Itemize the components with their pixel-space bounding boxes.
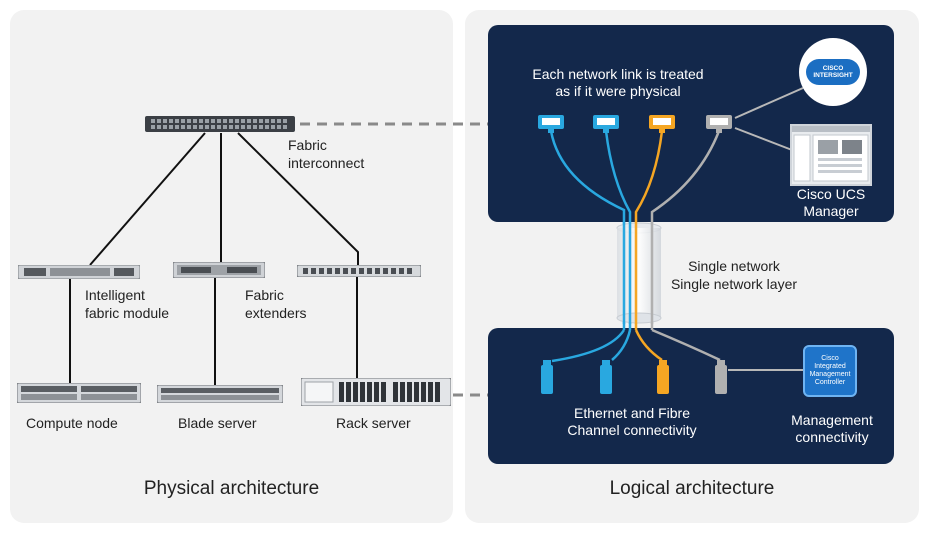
virtual-port-icon: [541, 360, 553, 394]
ucs-manager-label: Cisco UCS Manager: [796, 186, 866, 219]
compute-node-icon: [17, 383, 141, 403]
virtual-port-icon: [600, 360, 612, 394]
rack-server-label: Rack server: [336, 415, 411, 431]
vlink-blue-1-bottom: [551, 329, 626, 363]
management-port-icon: [715, 360, 727, 394]
vlink-blue-1: [549, 130, 626, 330]
vlink-gray: [650, 130, 721, 330]
physical-architecture-title: Physical architecture: [143, 478, 320, 499]
rack-server-icon: [301, 378, 451, 406]
wire-fi-to-rack-fex: [237, 132, 359, 265]
management-nic-icon: [706, 115, 732, 133]
single-network-tube-icon: [616, 222, 662, 324]
fabric-extenders-label: Fabric extenders: [245, 287, 307, 321]
virtual-nic-icon: [593, 115, 619, 133]
rack-fabric-extender-icon: [297, 265, 421, 277]
fabric-interconnect-switch-icon: [145, 116, 295, 132]
ucs-manager-window: [792, 126, 870, 182]
logical-architecture-title: Logical architecture: [609, 478, 775, 499]
network-link-note: Each network link is treated as if it we…: [532, 66, 704, 99]
cisco-imc-badge: Cisco Integrated Management Controller: [803, 345, 857, 397]
fabric-interconnect-label: Fabric interconnect: [288, 137, 365, 171]
ethernet-fc-label: Ethernet and Fibre Channel connectivity: [567, 405, 697, 438]
management-connectivity-label: Management connectivity: [791, 412, 873, 445]
blade-server-icon: [157, 385, 283, 403]
single-network-label: Single network Single network layer: [670, 258, 798, 292]
virtual-hba-icon: [649, 115, 675, 133]
link-to-ucs-manager: [734, 127, 793, 151]
fibre-channel-port-icon: [657, 360, 669, 394]
wire-fi-to-module: [89, 132, 206, 266]
cisco-intersight-logo-icon: CISCO INTERSIGHT: [799, 38, 867, 106]
blade-server-label: Blade server: [178, 415, 257, 431]
virtual-nic-icon: [538, 115, 564, 133]
vlink-blue-2-bottom: [611, 329, 632, 361]
fabric-extender-icon: [173, 262, 265, 278]
compute-node-label: Compute node: [26, 415, 118, 431]
physical-wiring: [69, 132, 359, 385]
link-to-intersight: [734, 87, 804, 119]
vlink-orange-bottom: [634, 329, 663, 362]
ucs-manager-screen-icon: [790, 124, 872, 186]
intelligent-fabric-module-label: Intelligent fabric module: [85, 287, 170, 321]
vlink-blue-2: [604, 130, 632, 330]
vlink-gray-bottom: [651, 328, 721, 362]
vlink-orange: [634, 130, 664, 330]
intelligent-fabric-module-icon: [18, 265, 140, 279]
